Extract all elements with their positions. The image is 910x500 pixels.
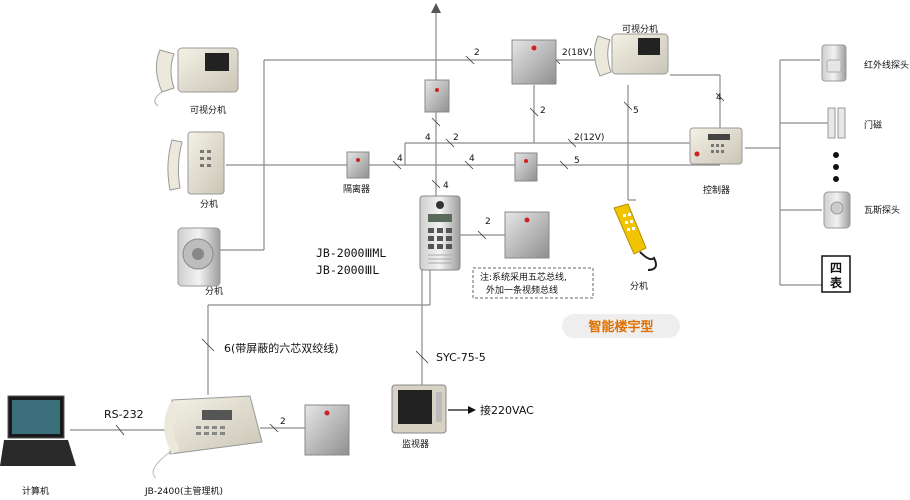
wire-label: 4: [469, 154, 475, 164]
handset-icon: [156, 49, 175, 93]
logo-icon: [324, 410, 330, 416]
device-label: 隔离器: [343, 183, 370, 195]
ellipsis-dots: [833, 152, 839, 182]
sensor-label: 红外线探头: [864, 59, 909, 71]
door-station: [419, 195, 461, 271]
logo-icon: [435, 88, 439, 92]
monitor-device: [391, 384, 447, 434]
extension-phone-yellow: [613, 203, 657, 271]
wire-label: 4: [397, 154, 403, 164]
title-banner: 智能楼宇型: [562, 314, 680, 338]
logo-icon: [356, 158, 360, 162]
wire-label: 2: [474, 48, 480, 58]
logo-icon: [531, 45, 537, 51]
power-supply-top: [511, 39, 557, 85]
camera-icon: [436, 201, 444, 209]
controller-device: [689, 127, 743, 165]
wire-label: 5: [633, 106, 639, 116]
door-magnet: [827, 107, 846, 139]
wire-label: 2(18V): [562, 48, 592, 58]
isolator-device: [346, 151, 370, 179]
note-line: 外加一条视频总线: [486, 284, 558, 296]
wiring: [70, 3, 828, 436]
device-label: JB-2400(主管理机): [144, 485, 223, 497]
device-label: 控制器: [703, 184, 730, 196]
wire-label: 2(12V): [574, 133, 604, 143]
device-label: 分机: [205, 285, 223, 297]
infrared-probe: [821, 44, 847, 82]
power-supply-door: [504, 211, 550, 259]
note-line: 注:系统采用五芯总线,: [480, 271, 567, 283]
device-label: 监视器: [402, 438, 429, 450]
device-label: 可视分机: [622, 23, 658, 35]
handset-icon: [164, 401, 181, 455]
logo-icon: [524, 159, 528, 163]
video-phone-left: [154, 47, 239, 107]
handset-icon: [594, 35, 612, 77]
wire-label: 2: [485, 217, 491, 227]
wire-label: 5: [574, 156, 580, 166]
note-box: 注:系统采用五芯总线, 外加一条视频总线: [472, 267, 594, 299]
logo-icon: [694, 151, 700, 157]
four-meters-label-1: 四表: [829, 261, 843, 290]
gas-probe: [823, 191, 851, 229]
power-supply-host: [304, 404, 350, 456]
wire-label: 4: [425, 133, 431, 143]
wire-label: 2: [540, 106, 546, 116]
four-meters-box: 四表: [821, 255, 851, 293]
screen-icon: [12, 400, 60, 434]
ac-power-label: 接220VAC: [480, 404, 534, 417]
device-label: 分机: [630, 280, 648, 292]
extension-phone-1: [167, 131, 225, 195]
wire-labels: 2 2(18V) 2 4 2 2(12V) 4 4 5 5 4 4 2 2 6(…: [104, 48, 722, 427]
distributor-mid: [514, 152, 538, 182]
logo-icon: [524, 217, 530, 223]
computer-device: [0, 395, 76, 466]
distributor-top: [424, 79, 450, 113]
device-label: 分机: [200, 198, 218, 210]
diagram-title: 智能楼宇型: [588, 319, 653, 335]
rs232-label: RS-232: [104, 408, 144, 421]
host-management-unit: [152, 395, 263, 479]
arrow-right-icon: [468, 406, 476, 414]
device-label: 计算机: [22, 485, 49, 497]
wire-label: 2: [280, 417, 286, 427]
up-arrow-icon: [431, 3, 441, 13]
device-label: 可视分机: [190, 104, 226, 116]
door-model-1: JB-2000ⅢML: [316, 246, 386, 260]
extension-phone-2: [177, 227, 221, 287]
keyboard-icon: [0, 440, 76, 466]
sensor-label: 瓦斯探头: [864, 204, 900, 216]
video-screen-icon: [205, 53, 229, 71]
coax-label: SYC-75-5: [436, 351, 486, 364]
six-core-label: 6(带屏蔽的六芯双绞线): [224, 341, 339, 355]
wire-label: 2: [453, 133, 459, 143]
video-phone-right: [594, 33, 669, 77]
handset-icon: [167, 139, 183, 191]
wire-label: 4: [443, 181, 449, 191]
wire-label: 4: [716, 93, 722, 103]
door-model-2: JB-2000ⅢL: [316, 263, 379, 277]
video-screen-icon: [638, 38, 660, 55]
sensor-label: 门磁: [864, 119, 882, 131]
screen-icon: [398, 390, 432, 424]
